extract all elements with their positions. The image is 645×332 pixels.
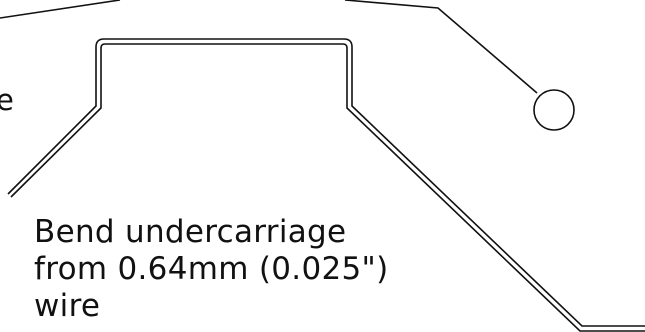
annotation-line-2: from 0.64mm (0.025") [34,251,389,287]
wire-annotation: Bend undercarriage from 0.64mm (0.025") … [34,214,388,325]
outline-line [0,0,538,94]
annotation-line-1: Bend undercarriage [34,214,347,250]
undercarriage-wire [7,38,645,332]
annotation-line-3: wire [34,288,101,324]
locating-hole [533,89,575,131]
cut-off-label-fragment: e [0,83,14,117]
